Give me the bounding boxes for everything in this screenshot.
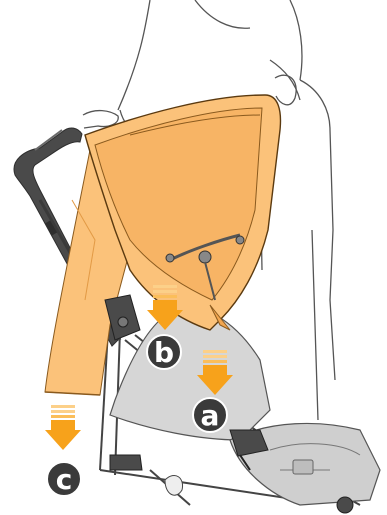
step-label-b: b <box>154 336 174 369</box>
step-badge-c: c <box>47 462 81 496</box>
stroller-seat <box>110 307 380 505</box>
step-label-a: a <box>201 399 220 432</box>
step-badge-b: b <box>147 335 181 369</box>
step-label-c: c <box>56 463 73 496</box>
arrow-c <box>45 405 81 450</box>
step-badge-a: a <box>193 398 227 432</box>
